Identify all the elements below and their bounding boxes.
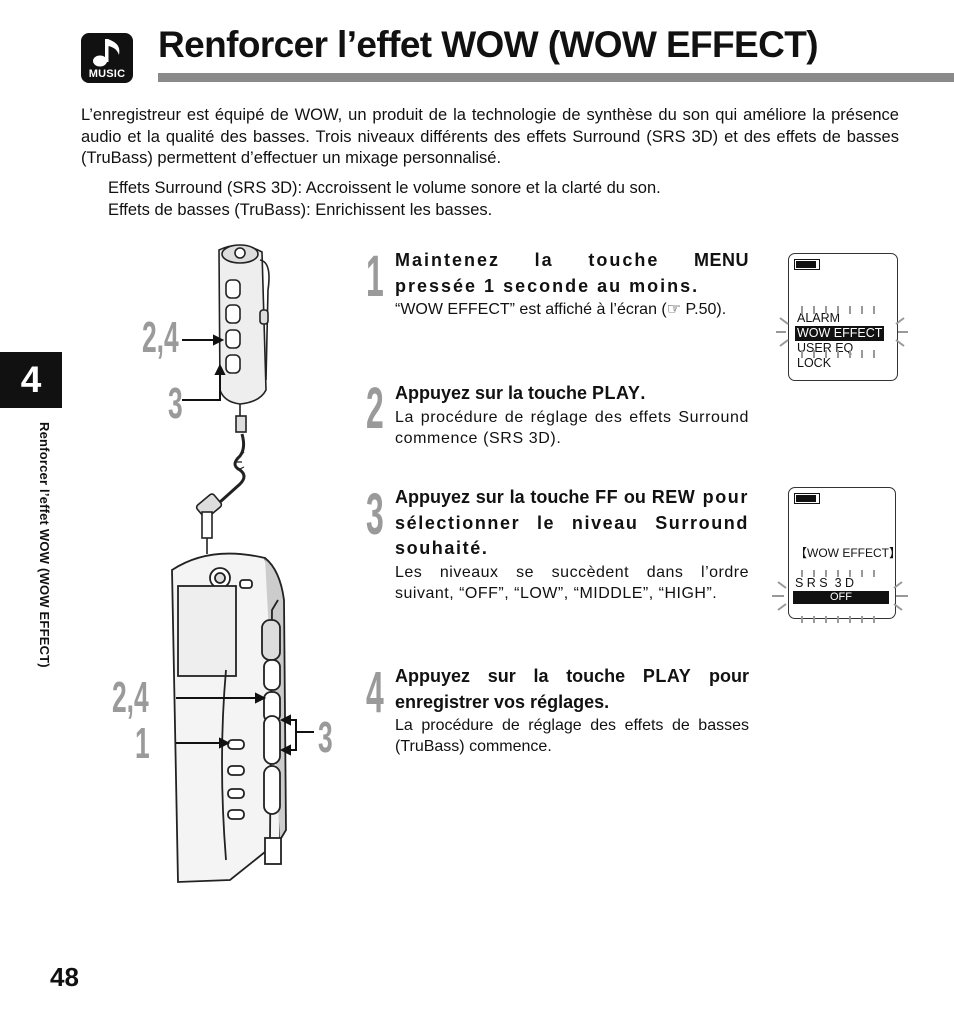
step-2: Appuyez sur la touche PLAY. La procédure…	[395, 381, 749, 449]
battery-icon	[794, 259, 820, 270]
ff-key: FF	[595, 487, 619, 507]
step-3-heading-text-mid: ou	[618, 487, 652, 507]
lcd-menu-screen: ALARM WOW EFFECT USER EQ LOCK	[788, 253, 898, 381]
label-step-3-top: 3	[168, 379, 183, 428]
page-number: 48	[50, 962, 79, 992]
music-icon-label: MUSIC	[88, 68, 126, 80]
play-key: PLAY	[592, 383, 641, 403]
step-1-number: 1	[366, 244, 384, 309]
recorder-illustration	[171, 244, 314, 883]
label-steps-2-4-bottom: 2,4	[112, 673, 149, 722]
side-chapter-label-text: Renforcer l’effet WOW (WOW EFFECT)	[37, 422, 52, 668]
lcd-setting-srs3d: S R S 3 D	[795, 576, 855, 590]
rew-key: REW	[651, 487, 696, 507]
step-1-heading-text-b: pressée 1 seconde au moins.	[395, 275, 700, 296]
lcd-wow-effect-screen: 【WOW EFFECT】 S R S 3 D OFF	[788, 487, 901, 619]
step-3-heading-text: Appuyez sur la touche	[395, 487, 596, 507]
step-3-number: 3	[366, 482, 384, 547]
step-1-heading: Maintenez la touche MENU pressée 1 secon…	[395, 248, 749, 299]
step-2-number: 2	[366, 376, 384, 441]
step-3: Appuyez sur la touche FF ou REW pour sél…	[395, 485, 749, 604]
label-steps-2-4-top: 2,4	[142, 313, 179, 362]
play-key: PLAY	[642, 666, 692, 686]
chapter-tab: 4	[0, 352, 62, 408]
step-4-heading: Appuyez sur la touche PLAY pour enregist…	[395, 664, 749, 715]
step-4-body: La procédure de réglage des effets de ba…	[395, 717, 749, 755]
step-2-heading-text: Appuyez sur la touche	[395, 383, 593, 403]
pointer-arrows	[176, 334, 314, 756]
step-1-body: “WOW EFFECT” est affiché à l’écran (☞ P.…	[395, 301, 727, 318]
page-title: Renforcer l’effet WOW (WOW EFFECT)	[158, 24, 819, 65]
lcd-wow-effect-title: 【WOW EFFECT】	[795, 546, 901, 560]
step-1: Maintenez la touche MENU pressée 1 secon…	[395, 248, 749, 320]
lcd-menu-item-lock: LOCK	[797, 356, 832, 370]
step-3-heading-text-b: pour sélectionner le niveau Surround sou…	[395, 487, 749, 558]
lcd1-blink-marks	[776, 306, 908, 358]
lcd-setting-value: OFF	[793, 591, 889, 604]
step-2-heading: Appuyez sur la touche PLAY.	[395, 381, 749, 407]
lcd-menu-item-user-eq: USER EQ	[797, 341, 854, 355]
step-4-number: 4	[366, 660, 384, 725]
recorder-body	[171, 552, 287, 883]
label-step-3-bottom: 3	[318, 713, 333, 762]
intro-paragraph: L’enregistreur est équipé de WOW, un pro…	[81, 106, 899, 167]
step-3-body: Les niveaux se succèdent dans l’ordre su…	[395, 563, 749, 602]
effects-list: Effets Surround (SRS 3D): Accroissent le…	[108, 177, 898, 221]
music-icon: MUSIC	[81, 33, 133, 83]
step-4-heading-text-b: pour enregistrer vos réglages.	[395, 666, 749, 712]
lcd-menu-item-wow-effect: WOW EFFECT	[795, 326, 885, 341]
remote-control	[218, 244, 270, 433]
menu-key: MENU	[694, 250, 749, 270]
title-rule	[158, 73, 954, 82]
step-4-heading-text: Appuyez sur la touche	[395, 666, 643, 686]
effect-bass: Effets de basses (TruBass): Enrichissent…	[108, 201, 493, 219]
effect-surround: Effets Surround (SRS 3D): Accroissent le…	[108, 179, 661, 197]
label-step-1-bottom: 1	[135, 719, 150, 768]
lcd-menu-list: ALARM WOW EFFECT USER EQ LOCK	[795, 311, 885, 371]
step-2-body: La procédure de réglage des effets Surro…	[395, 408, 749, 447]
step-1-heading-text: Maintenez la touche	[395, 250, 694, 270]
battery-icon	[794, 493, 820, 504]
lcd-menu-item-alarm: ALARM	[797, 311, 841, 325]
step-2-heading-text-b: .	[640, 383, 646, 403]
cable-plug	[195, 493, 223, 554]
side-chapter-label: Renforcer l’effet WOW (WOW EFFECT)	[36, 422, 56, 742]
step-4: Appuyez sur la touche PLAY pour enregist…	[395, 664, 749, 757]
step-3-heading: Appuyez sur la touche FF ou REW pour sél…	[395, 485, 749, 562]
lcd2-blink-marks	[772, 570, 908, 623]
